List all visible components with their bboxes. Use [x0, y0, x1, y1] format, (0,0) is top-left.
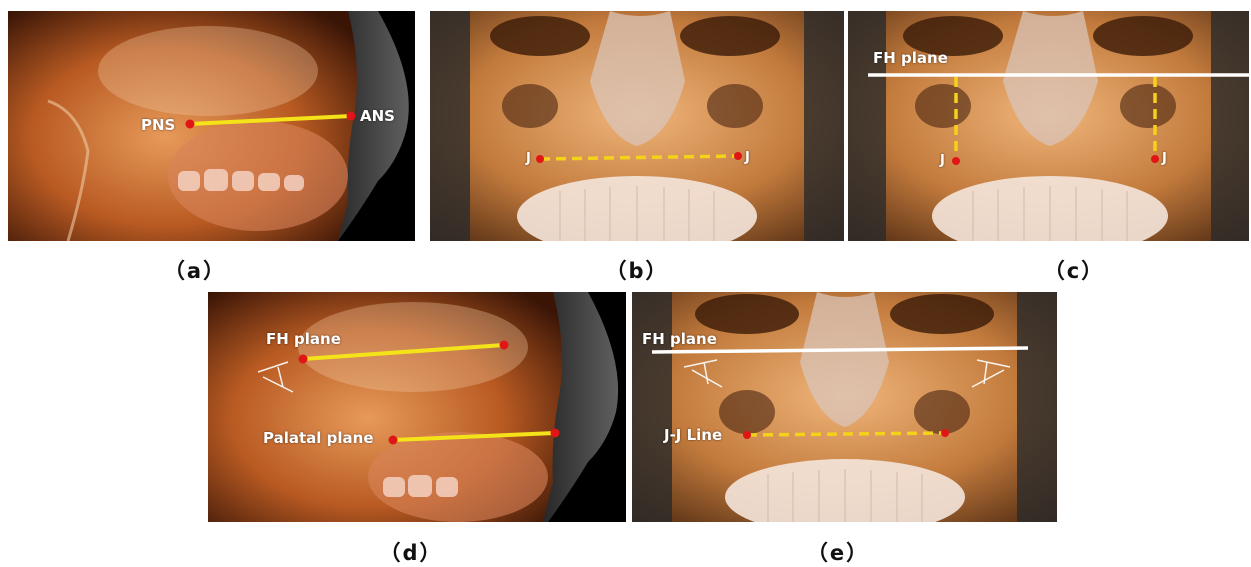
ans-label: ANS	[360, 109, 395, 124]
panel-a-lateral-view: PNS ANS	[8, 11, 415, 241]
j-right-label: J	[745, 151, 750, 164]
fh-plane-label: FH plane	[873, 51, 948, 66]
j-left-point	[536, 155, 544, 163]
pns-point	[186, 120, 195, 129]
j-right-point	[941, 429, 949, 437]
panel-d-lateral-planes-view: FH plane Palatal plane	[208, 292, 626, 522]
orbitale-point	[500, 341, 509, 350]
fh-plane-label: FH plane	[642, 332, 717, 347]
j-right-point	[734, 152, 742, 160]
caption-a: （a）	[155, 255, 235, 285]
j-left-label: J	[940, 154, 945, 167]
caption-b: （b）	[597, 255, 677, 285]
pns-label: PNS	[141, 118, 175, 133]
lateral-skull-render	[8, 11, 415, 241]
panel-b-frontal-view: J J	[430, 11, 844, 241]
caption-d: （d）	[371, 537, 451, 567]
caption-e: （e）	[798, 537, 878, 567]
j-left-point	[952, 157, 960, 165]
frontal-skull-render-jj	[632, 292, 1057, 522]
j-right-label: J	[1162, 152, 1167, 165]
ans-point	[551, 429, 560, 438]
frontal-skull-render	[430, 11, 844, 241]
j-left-point	[743, 431, 751, 439]
frontal-skull-render-fh	[848, 11, 1249, 241]
panel-c-frontal-fh-view: FH plane J J	[848, 11, 1249, 241]
palatal-plane-label: Palatal plane	[263, 431, 374, 446]
j-left-label: J	[526, 152, 531, 165]
jj-line-label: J-J Line	[664, 428, 722, 443]
j-right-point	[1151, 155, 1159, 163]
caption-c: （c）	[1034, 255, 1114, 285]
ans-point	[347, 112, 356, 121]
lateral-skull-render-planes	[208, 292, 626, 522]
fh-plane-label: FH plane	[266, 332, 341, 347]
porion-point	[299, 355, 308, 364]
panel-e-frontal-jj-view: FH plane J-J Line	[632, 292, 1057, 522]
pns-point	[389, 436, 398, 445]
